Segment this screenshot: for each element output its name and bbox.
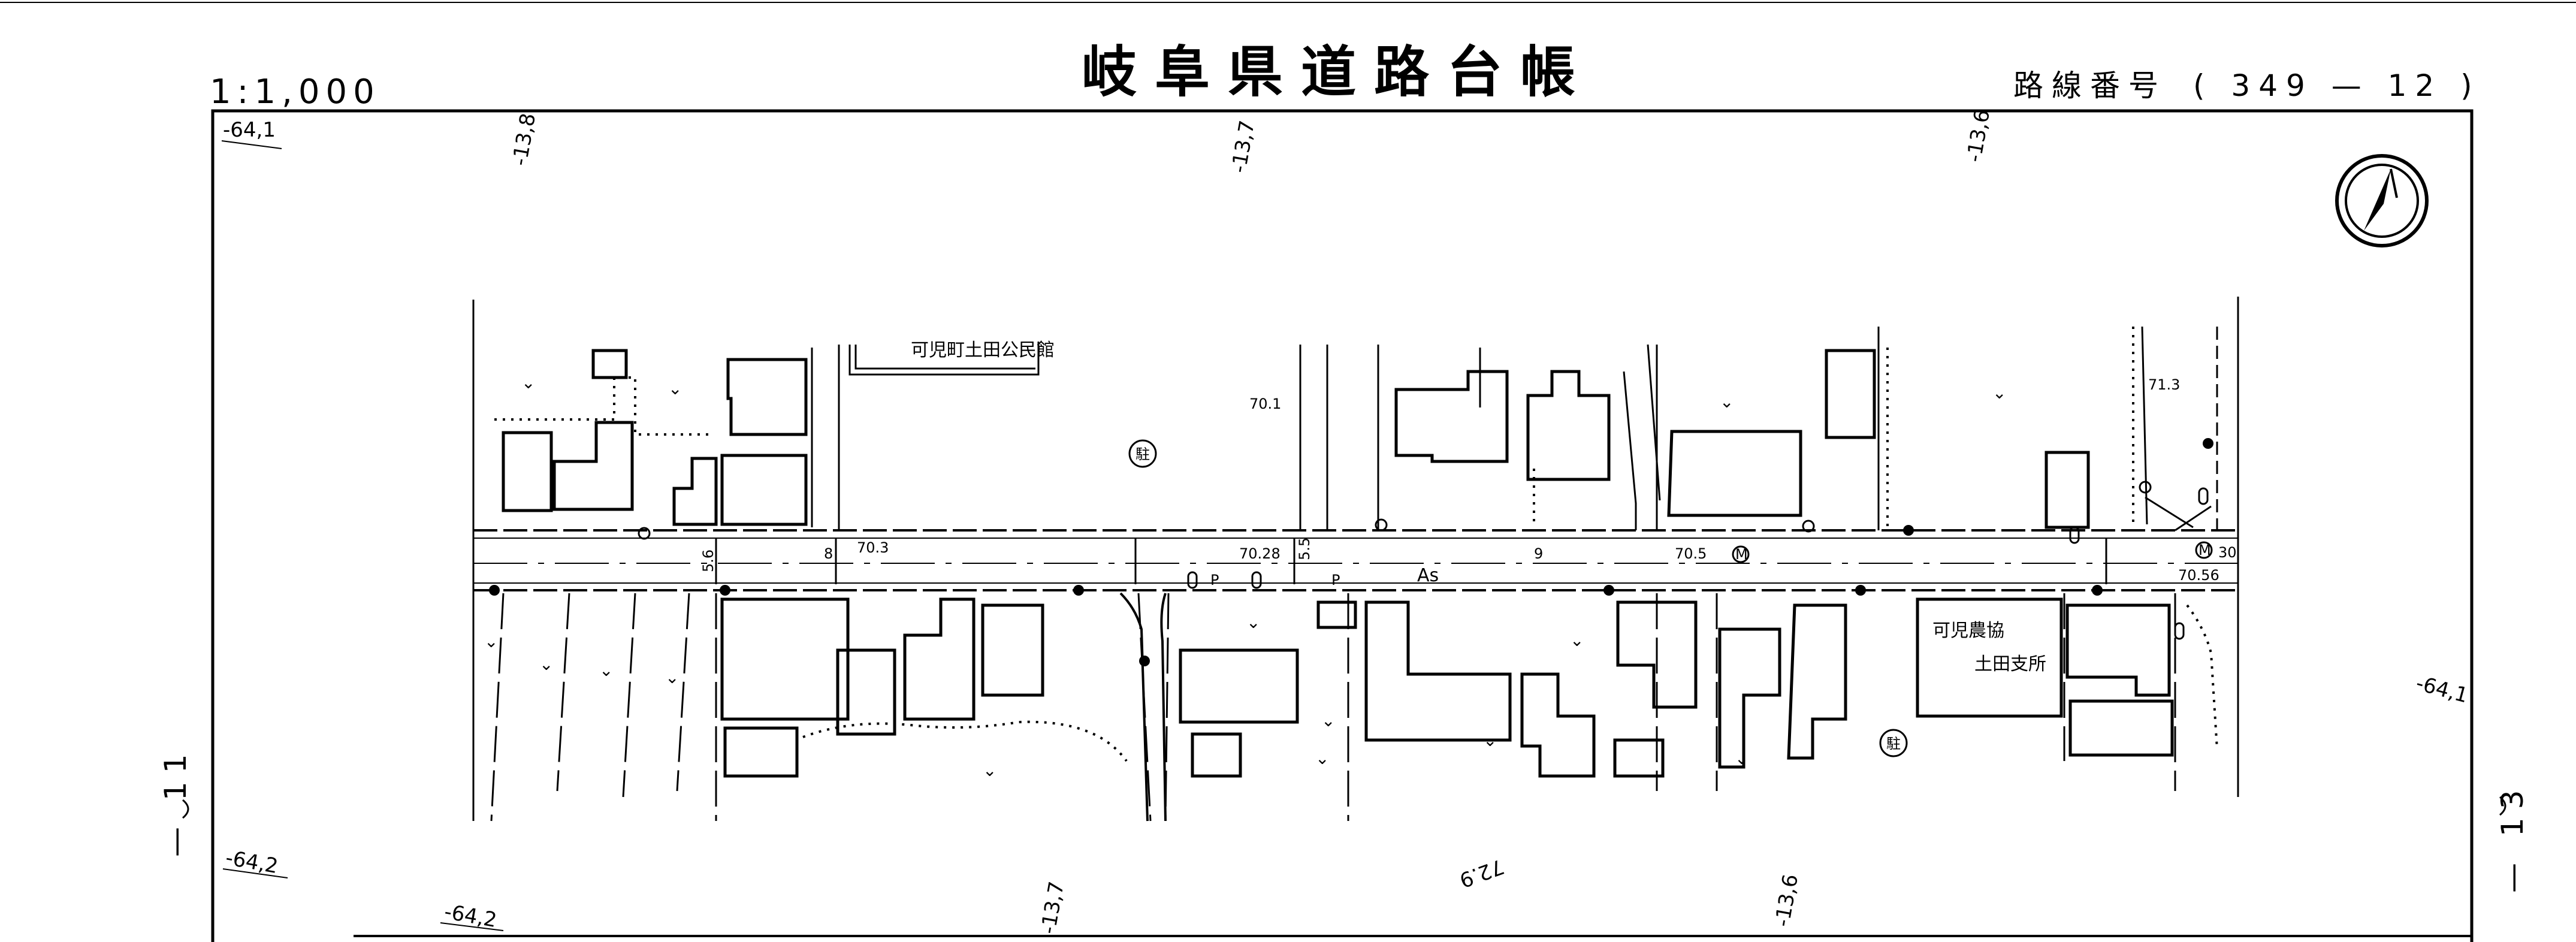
svg-text:⌄: ⌄ xyxy=(668,379,682,398)
elevation-label: 70.5 xyxy=(1675,545,1707,562)
road-width-label: 9 xyxy=(1534,545,1543,562)
north-arrow-icon xyxy=(2335,154,2429,247)
north-buildings xyxy=(502,349,2090,529)
elevation-label: 70.56 xyxy=(2178,567,2219,584)
next-sheet-ref: — 13 xyxy=(2495,781,2530,893)
elevation-label: 71.3 xyxy=(2148,376,2180,393)
road-width-label: 30 xyxy=(2218,544,2237,561)
parking-label: 駐 xyxy=(1886,735,1901,752)
svg-text:⌄: ⌄ xyxy=(1321,711,1335,730)
route-number-value: ( 349 — 12 ) xyxy=(2193,68,2481,103)
elevation-label: 70.1 xyxy=(1249,395,1281,412)
vegetation-marks: ⌄ ⌄ ⌄ ⌄ ⌄ ⌄ ⌄ ⌄ ⌄ ⌄ ⌄ ⌄ ⌄ ⌄ ⌄ xyxy=(484,373,2006,780)
svg-text:⌄: ⌄ xyxy=(665,668,679,687)
grid-tick xyxy=(221,140,282,149)
svg-text:⌄: ⌄ xyxy=(1992,383,2006,403)
road-width-label: 5.5 xyxy=(1296,538,1313,560)
facility-coop-branch-label: 土田支所 xyxy=(1974,654,2046,675)
grid-label: -64,1 xyxy=(2414,671,2471,708)
facility-coop-label: 可児農協 xyxy=(1932,620,2004,641)
parking-icon: 駐 xyxy=(1879,729,1908,757)
svg-text:⌄: ⌄ xyxy=(1246,612,1260,632)
map-frame xyxy=(211,109,2474,942)
south-side-road xyxy=(1119,592,1167,822)
south-parcel-lines xyxy=(490,593,2176,822)
grid-tick xyxy=(440,922,504,931)
grid-label: -13,6 xyxy=(1770,872,1803,929)
svg-text:⌄: ⌄ xyxy=(1315,748,1329,768)
road xyxy=(473,529,2238,591)
svg-text:⌄: ⌄ xyxy=(1720,392,1734,412)
grid-label: -13,7 xyxy=(1227,119,1260,175)
manhole-label: M xyxy=(1735,546,1748,563)
map-scale: 1:1,000 xyxy=(210,73,380,111)
north-parcel-lines xyxy=(811,326,2218,532)
road-surface-label: As xyxy=(1417,565,1439,586)
map-title: 岐阜県道路台帳 xyxy=(1082,40,1593,104)
svg-text:⌄: ⌄ xyxy=(1735,748,1748,768)
elevation-label: 70.3 xyxy=(857,539,889,556)
grid-label: -13,6 xyxy=(1962,108,1995,164)
route-number-label: 路線番号 xyxy=(2013,68,2167,103)
parking-label: 駐 xyxy=(1136,446,1150,463)
grid-label: -64,2 xyxy=(442,899,499,932)
manhole-label: M xyxy=(2198,542,2211,558)
handwritten-note: 72.9 xyxy=(1456,854,1507,892)
svg-text:⌄: ⌄ xyxy=(521,373,535,393)
prev-sheet-bracket xyxy=(182,799,189,819)
parking-icon: 駐 xyxy=(1128,439,1157,468)
svg-text:⌄: ⌄ xyxy=(599,660,613,680)
grid-label: -13,8 xyxy=(508,111,540,168)
road-width-markers xyxy=(715,538,2107,584)
manhole-icon: M xyxy=(2195,541,2213,559)
elevation-label: 70.28 xyxy=(1239,545,1281,562)
road-marker-label: P xyxy=(1210,572,1219,588)
svg-text:⌄: ⌄ xyxy=(539,654,553,674)
svg-text:⌄: ⌄ xyxy=(983,760,996,780)
manhole-icon: M xyxy=(1732,545,1750,563)
south-buildings xyxy=(720,597,2174,778)
svg-text:⌄: ⌄ xyxy=(1570,630,1584,650)
road-width-label: 8 xyxy=(824,545,833,562)
svg-text:⌄: ⌄ xyxy=(1483,730,1497,750)
south-dotted-fences xyxy=(802,604,2218,762)
svg-text:⌄: ⌄ xyxy=(484,632,498,651)
grid-label: -64,1 xyxy=(223,118,276,142)
grid-label: -64,2 xyxy=(224,846,280,878)
road-width-label: 5.6 xyxy=(700,550,717,572)
next-sheet-bracket xyxy=(2499,796,2506,816)
catch-basin-icons xyxy=(1187,487,2209,640)
road-marker-label: P xyxy=(1331,572,1340,588)
prev-sheet-ref: — 11 xyxy=(158,745,193,857)
grid-tick xyxy=(222,868,288,878)
north-dotted-fences xyxy=(494,327,2134,527)
facility-hall-label: 可児町土田公民館 xyxy=(911,340,1055,361)
grid-label: -13,7 xyxy=(1036,880,1069,936)
